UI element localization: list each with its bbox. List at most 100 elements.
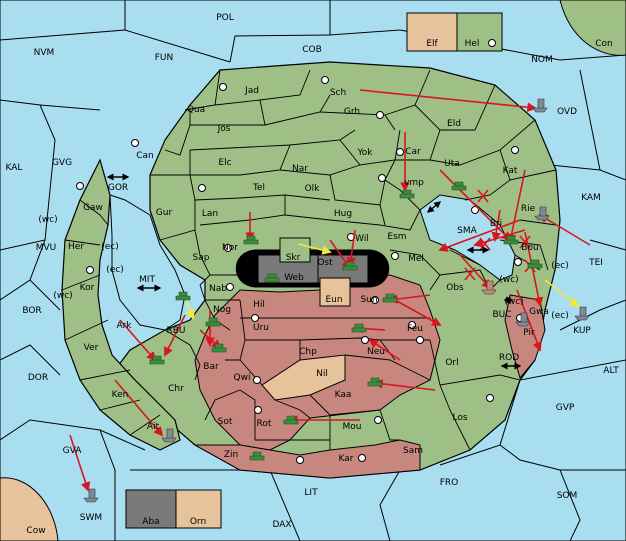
label-hug: Hug (334, 209, 352, 219)
label-lan: Lan (202, 209, 218, 219)
label-sap: Sap (193, 253, 210, 263)
label-ver: Ver (84, 343, 99, 353)
label-sam: Sam (403, 446, 423, 456)
label-dor: DOR (28, 373, 48, 383)
label-nar: Nar (292, 164, 308, 174)
label-chr: Chr (168, 384, 184, 394)
label-grh: Grh (344, 107, 360, 117)
label-rod: ROD (499, 353, 519, 363)
label-kor-wc: (wc) (53, 291, 72, 301)
label-uta: Uta (444, 159, 460, 169)
label-cow: Cow (26, 526, 45, 536)
label-sot: Sot (218, 417, 233, 427)
label-her: Her (68, 242, 84, 252)
label-kor-ec: (ec) (106, 265, 124, 275)
fleet-unit-icon[interactable] (532, 98, 548, 113)
legend-bottom (125, 489, 222, 529)
label-tel: Tel (252, 183, 265, 193)
label-elc: Elc (218, 158, 231, 168)
army-unit-icon[interactable] (283, 415, 299, 425)
label-mvu: MVU (36, 243, 57, 253)
label-gwa: Gwa (529, 307, 549, 317)
label-con: Con (595, 39, 613, 49)
supply-centers (76, 39, 524, 464)
label-obs: Obs (446, 283, 464, 293)
label-pir: Pir (523, 328, 535, 338)
legend-top-right-label: Hel (465, 39, 480, 49)
label-chp: Chp (299, 347, 317, 357)
legend-top-left-label: Elf (426, 39, 438, 49)
label-bou-wc: (wc) (499, 275, 518, 285)
label-alt: ALT (603, 366, 619, 376)
label-skr: Skr (286, 253, 301, 263)
label-pol: POL (216, 13, 234, 23)
army-unit-icon[interactable] (367, 377, 383, 387)
army-unit-icon[interactable] (351, 323, 367, 333)
army-unit-icon[interactable] (249, 451, 265, 461)
label-gwa-wc: (wc) (504, 297, 523, 307)
region-labels: Elf Hel Aba Orn POL COB FUN NVM NOM Con … (6, 13, 620, 536)
army-unit-icon[interactable] (503, 235, 519, 245)
label-kal: KAL (6, 163, 23, 173)
label-kam: KAM (581, 193, 601, 203)
label-zin: Zin (224, 450, 238, 460)
region-eun[interactable] (319, 277, 351, 307)
label-gur: Gur (156, 208, 173, 218)
army-unit-icon[interactable] (264, 273, 280, 283)
label-mit: MIT (139, 275, 155, 285)
label-sch: Sch (330, 88, 346, 98)
label-lit: LIT (304, 488, 318, 498)
label-gwa-ec: (ec) (551, 311, 569, 321)
armies (149, 181, 543, 461)
label-olk: Olk (305, 184, 321, 194)
label-gvp: GVP (556, 403, 575, 413)
label-her-ec: (ec) (101, 242, 119, 252)
army-unit-icon[interactable] (211, 343, 227, 353)
label-sma: SMA (457, 226, 477, 236)
label-rbu: RBU (166, 326, 185, 336)
legend-bottom-left-label: Aba (142, 517, 159, 527)
label-nom: NOM (531, 55, 553, 65)
region-skr[interactable] (279, 237, 311, 263)
label-nor: Nor (222, 243, 238, 253)
army-unit-icon[interactable] (527, 259, 543, 269)
label-nog: Nog (213, 305, 231, 315)
label-jos: Jos (217, 124, 231, 134)
army-unit-icon[interactable] (243, 235, 259, 245)
army-unit-icon[interactable] (382, 293, 398, 303)
label-neu: Neu (367, 347, 385, 357)
label-uru: Uru (253, 323, 269, 333)
label-fun: FUN (155, 53, 174, 63)
label-mel: Mel (408, 254, 424, 264)
label-nvm: NVM (34, 48, 55, 58)
fleet-unit-icon[interactable] (83, 488, 99, 503)
label-esm: Esm (387, 232, 406, 242)
fleet-unit-icon[interactable] (161, 428, 177, 443)
fleet-unit-icon[interactable] (574, 306, 590, 321)
label-fro: FRO (440, 478, 459, 488)
army-unit-icon[interactable] (149, 355, 165, 365)
fleet-unit-icon[interactable] (534, 206, 550, 221)
army-unit-icon[interactable] (342, 261, 358, 271)
label-eld: Eld (447, 119, 461, 129)
label-buc: BUC (492, 310, 511, 320)
legend-top (406, 12, 503, 52)
army-unit-icon[interactable] (205, 317, 221, 327)
army-unit-icon[interactable] (399, 189, 415, 199)
fleets (83, 98, 590, 503)
label-eun: Eun (325, 295, 342, 305)
label-bou-ec: (ec) (551, 261, 569, 271)
label-ovd: OVD (557, 107, 577, 117)
inner-sea-rbu (109, 194, 186, 331)
army-unit-icon[interactable] (175, 291, 191, 301)
fleet-unit-icon[interactable] (515, 312, 531, 327)
army-unit-icon[interactable] (451, 181, 467, 191)
label-cob: COB (302, 45, 322, 55)
label-kat: Kat (503, 166, 518, 176)
label-gor: GOR (108, 183, 128, 193)
label-jad: Jad (244, 86, 259, 96)
fleet-unit-icon[interactable] (481, 280, 497, 295)
label-swm: SWM (80, 513, 102, 523)
label-kup: KUP (573, 326, 591, 336)
